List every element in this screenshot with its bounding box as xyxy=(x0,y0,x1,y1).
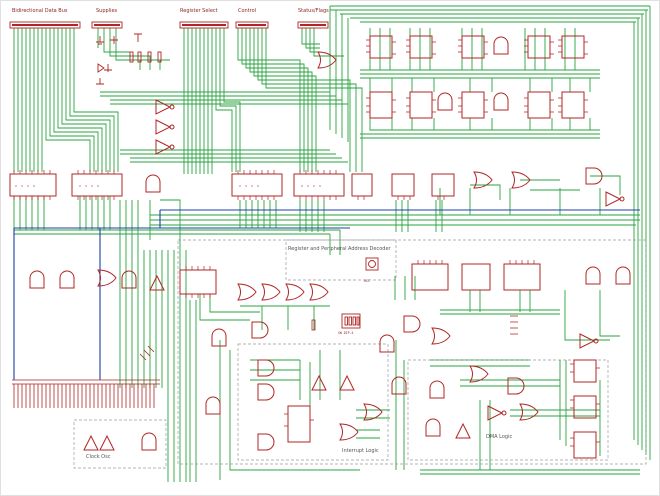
dip-switch xyxy=(341,313,361,329)
dip-switch-label: SW DIP-4 xyxy=(338,331,353,335)
support-ic-pins xyxy=(185,260,600,447)
register-flipflop-array xyxy=(369,35,585,119)
section-frames xyxy=(73,239,647,469)
status-flags-label: Status/Flags xyxy=(298,8,329,14)
register-small-gates xyxy=(317,36,509,111)
osc-label: OSC xyxy=(364,279,370,283)
support-ics xyxy=(179,263,597,459)
interrupt-logic-title: Interrupt Logic xyxy=(342,448,379,454)
header-connectors xyxy=(9,21,329,29)
oscillator xyxy=(365,257,379,271)
control-label: Control xyxy=(238,8,256,14)
dma-logic-title: DMA Logic xyxy=(486,434,512,440)
resistor-pack xyxy=(311,315,518,335)
bus-lines xyxy=(13,209,640,380)
register-select-label: Register Select xyxy=(180,8,218,14)
buffer-ic-pins xyxy=(13,170,445,200)
register-decoder-title: Register and Peripheral Address Decoder xyxy=(288,246,392,252)
wire-network xyxy=(13,5,651,482)
supply-symbols xyxy=(96,33,162,85)
buffer-ic-row xyxy=(9,173,455,197)
clock-osc-title: Clock Osc xyxy=(86,454,111,460)
header-pins xyxy=(12,24,326,26)
bottom-connector-field xyxy=(12,345,160,408)
register-flipflop-pins xyxy=(366,39,588,113)
data-bus-label: Bidirectional Data Bus xyxy=(12,8,68,14)
supplies-label: Supplies xyxy=(96,8,118,14)
buffer-ic-dots xyxy=(15,185,321,187)
